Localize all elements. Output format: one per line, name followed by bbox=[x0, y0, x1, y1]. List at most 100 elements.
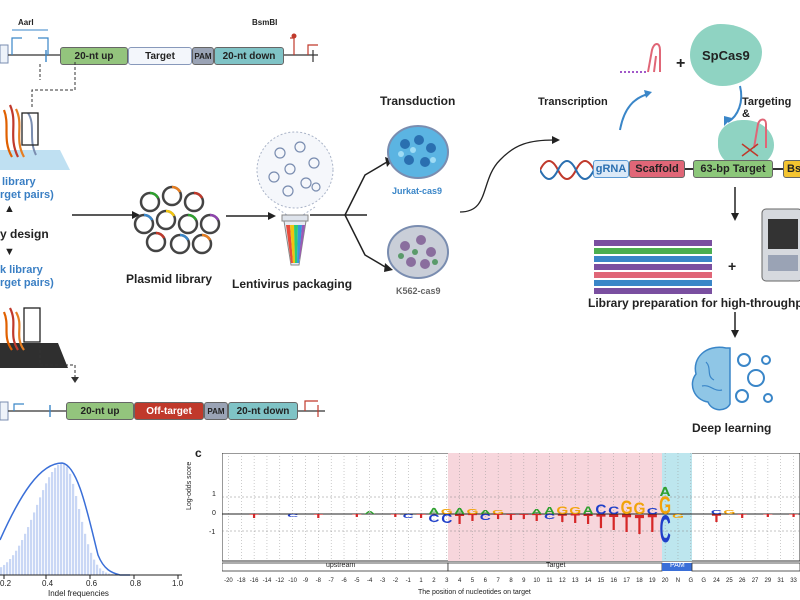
pam-box: PAM bbox=[192, 47, 214, 65]
bottom-down-box: 20-nt down bbox=[228, 402, 298, 420]
region-pam-label: PAM bbox=[670, 562, 685, 569]
histogram-bar bbox=[36, 504, 39, 575]
logo-xtick: 7 bbox=[496, 578, 500, 584]
logo-xtick: 11 bbox=[546, 578, 553, 584]
k562-label: K562-cas9 bbox=[396, 286, 441, 296]
logo-xtick: 29 bbox=[764, 578, 772, 584]
library-prep-label: Library preparation for high-throughp bbox=[588, 296, 800, 310]
logo-letter: C bbox=[441, 511, 452, 525]
hist-xlabel: Indel frequencies bbox=[48, 589, 109, 598]
logo-xtick: -8 bbox=[315, 578, 321, 584]
logo-xtick: 31 bbox=[777, 578, 785, 584]
histogram-bar bbox=[45, 483, 48, 575]
logo-letter: T bbox=[455, 513, 464, 528]
logo-xtick: -7 bbox=[328, 578, 334, 584]
logo-xtick: 6 bbox=[483, 578, 487, 584]
histogram-bar bbox=[78, 509, 81, 575]
logo-letter: A bbox=[364, 511, 375, 515]
region-upstream-label: upstream bbox=[326, 562, 356, 569]
logo-ylabel: Log-odds score bbox=[186, 461, 193, 510]
logo-xtick: N bbox=[675, 578, 681, 584]
design-arrow-up: ▲ bbox=[4, 203, 15, 215]
histogram-bar bbox=[18, 545, 21, 575]
histogram-bar bbox=[69, 473, 72, 575]
plasmid-icon bbox=[133, 185, 221, 255]
transduction-label: Transduction bbox=[380, 94, 456, 108]
histogram-bar bbox=[72, 483, 75, 575]
bs-box: Bs bbox=[783, 160, 800, 178]
logo-xtick: 25 bbox=[726, 578, 733, 584]
histogram-bar bbox=[87, 544, 90, 575]
logo-letter: T bbox=[571, 511, 581, 525]
logo-letter: A bbox=[660, 484, 671, 498]
logo-letter: T bbox=[558, 512, 568, 524]
logo-xtick: -6 bbox=[341, 578, 347, 584]
hist-tick-label-4: 0.8 bbox=[130, 579, 142, 588]
bottom-up-box: 20-nt up bbox=[66, 402, 134, 420]
histogram-bar bbox=[15, 550, 18, 575]
logo-xtick: 1 bbox=[419, 578, 423, 584]
histogram-bar bbox=[12, 555, 15, 575]
logo-xtick: -20 bbox=[224, 578, 233, 584]
logo-xtick: -9 bbox=[302, 578, 309, 584]
logo-letter: T bbox=[609, 511, 619, 535]
logo-letter: T bbox=[622, 510, 632, 538]
logo-xtick: 8 bbox=[509, 578, 513, 584]
logo-letter: T bbox=[391, 514, 401, 518]
histogram-bar bbox=[81, 521, 84, 575]
histogram-bar bbox=[3, 564, 6, 575]
down-box: 20-nt down bbox=[214, 47, 284, 65]
plasmid-to-lenti-arrow bbox=[226, 212, 276, 220]
bound-guide-hairpin bbox=[753, 118, 767, 149]
histogram-bar bbox=[66, 466, 69, 575]
transcription-label: Transcription bbox=[538, 96, 608, 108]
logo-xtick: 17 bbox=[623, 578, 630, 584]
logo-letter: T bbox=[249, 514, 258, 520]
logo-letter: T bbox=[468, 512, 478, 523]
logo-xlabel: The position of nucleotides on target bbox=[418, 589, 531, 596]
hist-tick-label-1: 0.2 bbox=[0, 579, 12, 588]
targeting-arrow bbox=[724, 85, 743, 126]
histogram-bars bbox=[0, 463, 132, 575]
logo-letter: G bbox=[492, 510, 504, 516]
up-box: 20-nt up bbox=[60, 47, 128, 65]
logo-xtick: 15 bbox=[597, 578, 605, 584]
logo-xtick: 12 bbox=[559, 578, 566, 584]
logo-xtick: -12 bbox=[275, 578, 285, 584]
logo-letter: G bbox=[672, 514, 684, 520]
offtarget-box: Off-target bbox=[134, 402, 204, 420]
histogram-bar bbox=[42, 490, 45, 575]
aari-label: AarI bbox=[18, 18, 34, 27]
histogram-bar bbox=[51, 472, 54, 575]
histogram-bar bbox=[0, 567, 3, 575]
logo-xtick: -5 bbox=[354, 578, 360, 584]
logo-letter: C bbox=[428, 512, 439, 524]
logo-letter: C bbox=[287, 514, 298, 518]
bsmbi-label: BsmBI bbox=[252, 18, 278, 27]
logo-letter: T bbox=[648, 510, 658, 538]
logo-letter: T bbox=[635, 509, 645, 540]
histogram-bar bbox=[57, 464, 60, 575]
histogram-bar bbox=[39, 497, 42, 575]
down-arrow-prep bbox=[731, 187, 739, 221]
logo-xtick: 4 bbox=[457, 578, 462, 584]
logo-letter: T bbox=[506, 513, 516, 522]
histogram-bar bbox=[27, 527, 30, 575]
logo-letter: T bbox=[583, 513, 592, 528]
logo-letter: G bbox=[569, 505, 581, 516]
lentivirus-label: Lentivirus packaging bbox=[232, 277, 353, 291]
histogram-bar bbox=[84, 533, 87, 575]
logo-letter: T bbox=[493, 513, 503, 521]
histogram-bar bbox=[90, 552, 93, 575]
histogram-bar bbox=[99, 568, 102, 575]
histogram-bar bbox=[48, 477, 51, 575]
logo-letter: T bbox=[737, 514, 746, 520]
logo-xtick: 9 bbox=[522, 578, 526, 584]
logo-letter: A bbox=[454, 507, 465, 516]
bottom-library-plate bbox=[0, 307, 68, 368]
logo-xtick: 20 bbox=[661, 578, 669, 584]
guide-rna-icon bbox=[619, 43, 661, 131]
